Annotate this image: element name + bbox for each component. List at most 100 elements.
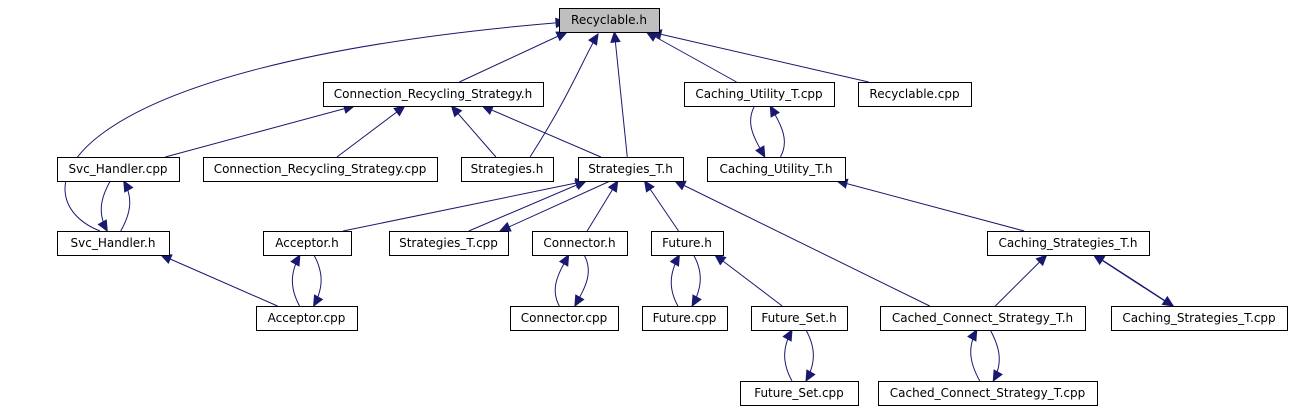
- node-caching-utility-t-h[interactable]: Caching_Utility_T.h: [707, 157, 846, 182]
- node-strategies-t-cpp[interactable]: Strategies_T.cpp: [389, 231, 509, 256]
- arrowhead-icon: [481, 105, 495, 115]
- node-box: [532, 231, 628, 256]
- edge-svc_handler_h-to-recyclable_h: [64, 17, 568, 232]
- node-future-cpp[interactable]: Future.cpp: [642, 306, 728, 331]
- edge-line: [342, 180, 587, 232]
- node-strategies-t-h[interactable]: Strategies_T.h: [578, 157, 684, 182]
- node-box: [510, 306, 619, 331]
- edge-future_cpp-to-future_h: [669, 253, 680, 307]
- node-cached-connect-strategy-t-cpp[interactable]: Cached_Connect_Strategy_T.cpp: [878, 381, 1098, 406]
- node-connector-h[interactable]: Connector.h: [532, 231, 628, 256]
- arrowhead-icon: [782, 328, 793, 342]
- node-label: Strategies_T.h: [588, 162, 673, 176]
- edge-line: [646, 31, 737, 83]
- node-box: [651, 231, 724, 256]
- node-future-set-cpp[interactable]: Future_Set.cpp: [740, 381, 859, 406]
- node-caching-strategies-t-cpp[interactable]: Caching_Strategies_T.cpp: [1111, 306, 1288, 331]
- node-caching-strategies-t-h[interactable]: Caching_Strategies_T.h: [987, 231, 1150, 256]
- edge-strategies_h-to-conn_recycling_strategy_h: [450, 105, 497, 158]
- node-box: [57, 231, 170, 256]
- edge-line: [1094, 254, 1174, 307]
- node-label: Connector.cpp: [521, 311, 607, 325]
- arrowhead-icon: [1035, 254, 1048, 267]
- arrowhead-icon: [1092, 254, 1106, 266]
- arrowhead-icon: [1161, 295, 1175, 307]
- node-label: Connection_Recycling_Strategy.h: [334, 87, 532, 101]
- node-label: Acceptor.cpp: [268, 311, 346, 325]
- node-label: Cached_Connect_Strategy_T.h: [892, 311, 1073, 325]
- file-nodes: Recyclable.hConnection_Recycling_Strateg…: [57, 8, 1288, 406]
- edge-caching_utility_t_cpp-to-caching_utility_t_h: [750, 105, 766, 159]
- arrowhead-icon: [498, 221, 512, 232]
- node-svc-handler-h[interactable]: Svc_Handler.h: [57, 231, 170, 256]
- node-conn-recycling-strategy-h[interactable]: Connection_Recycling_Strategy.h: [323, 82, 544, 107]
- node-label: Caching_Utility_T.h: [719, 162, 832, 176]
- edge-line: [499, 180, 611, 232]
- node-acceptor-cpp[interactable]: Acceptor.cpp: [256, 306, 358, 331]
- arrowhead-icon: [643, 179, 655, 193]
- node-strategies-h[interactable]: Strategies.h: [461, 157, 554, 182]
- edge-recyclable_cpp-to-recyclable_h: [649, 29, 869, 83]
- node-box: [740, 381, 859, 406]
- arrowhead-icon: [555, 31, 569, 42]
- edge-line: [336, 105, 406, 158]
- node-label: Caching_Strategies_T.h: [998, 236, 1137, 250]
- arrowhead-icon: [992, 369, 1003, 383]
- node-label: Svc_Handler.h: [71, 236, 156, 250]
- edge-cached_connect_strategy_t_h-to-cached_connect_strategy_t_cpp: [989, 329, 1003, 383]
- node-recyclable-h[interactable]: Recyclable.h: [559, 8, 660, 33]
- node-box: [684, 82, 835, 107]
- node-box: [642, 306, 728, 331]
- node-label: Caching_Strategies_T.cpp: [1122, 311, 1275, 325]
- node-future-set-h[interactable]: Future_Set.h: [751, 306, 848, 331]
- node-box: [323, 82, 544, 107]
- edge-line: [650, 31, 869, 83]
- edge-strategies_t_h-to-strategies_t_cpp: [498, 180, 611, 232]
- edge-strategies_t_h-to-conn_recycling_strategy_h: [481, 105, 602, 158]
- node-box: [880, 306, 1086, 331]
- edge-caching_utility_t_cpp-to-recyclable_h: [645, 31, 737, 83]
- node-box: [858, 82, 972, 107]
- edge-future_set_cpp-to-future_set_h: [782, 328, 793, 382]
- arrowhead-icon: [967, 328, 978, 342]
- node-conn-recycling-strategy-cpp[interactable]: Connection_Recycling_Strategy.cpp: [203, 157, 438, 182]
- edge-cached_connect_strategy_t_cpp-to-cached_connect_strategy_t_h: [967, 328, 981, 382]
- arrowhead-icon: [558, 253, 570, 267]
- edge-strategies_h-to-recyclable_h: [529, 32, 599, 158]
- edge-svc_handler_h-to-svc_handler_cpp: [120, 179, 134, 232]
- edge-line: [482, 105, 602, 158]
- edge-caching_utility_t_h-to-caching_utility_t_cpp: [769, 104, 785, 158]
- edge-line: [994, 254, 1047, 307]
- node-label: Strategies.h: [471, 162, 544, 176]
- edge-connector_cpp-to-connector_h: [554, 253, 570, 307]
- node-label: Caching_Utility_T.cpp: [695, 87, 822, 101]
- node-acceptor-h[interactable]: Acceptor.h: [263, 231, 352, 256]
- node-box: [707, 157, 846, 182]
- node-box: [57, 157, 180, 182]
- node-box: [987, 231, 1150, 256]
- arrowhead-icon: [97, 219, 108, 233]
- dependency-edges: [64, 17, 1175, 383]
- edge-line: [64, 21, 567, 232]
- arrowhead-icon: [313, 294, 324, 308]
- node-svc-handler-cpp[interactable]: Svc_Handler.cpp: [57, 157, 180, 182]
- edge-conn_recycling_strategy_h-to-recyclable_h: [459, 31, 569, 83]
- node-box: [751, 306, 848, 331]
- edge-connector_h-to-strategies_t_h: [586, 179, 619, 232]
- node-label: Acceptor.h: [275, 236, 339, 250]
- arrowhead-icon: [450, 105, 463, 118]
- node-label: Future_Set.cpp: [754, 386, 844, 400]
- edge-acceptor_h-to-acceptor_cpp: [313, 254, 324, 308]
- node-recyclable-cpp[interactable]: Recyclable.cpp: [858, 82, 972, 107]
- node-label: Connection_Recycling_Strategy.cpp: [214, 162, 427, 176]
- node-caching-utility-t-cpp[interactable]: Caching_Utility_T.cpp: [684, 82, 835, 107]
- edge-future_h-to-future_cpp: [691, 254, 702, 308]
- node-connector-cpp[interactable]: Connector.cpp: [510, 306, 619, 331]
- arrowhead-icon: [769, 104, 780, 118]
- arrowhead-icon: [755, 145, 766, 159]
- node-box: [263, 231, 352, 256]
- edge-strategies_t_cpp-to-strategies_t_h: [468, 180, 588, 232]
- node-cached-connect-strategy-t-h[interactable]: Cached_Connect_Strategy_T.h: [880, 306, 1086, 331]
- node-future-h[interactable]: Future.h: [651, 231, 724, 256]
